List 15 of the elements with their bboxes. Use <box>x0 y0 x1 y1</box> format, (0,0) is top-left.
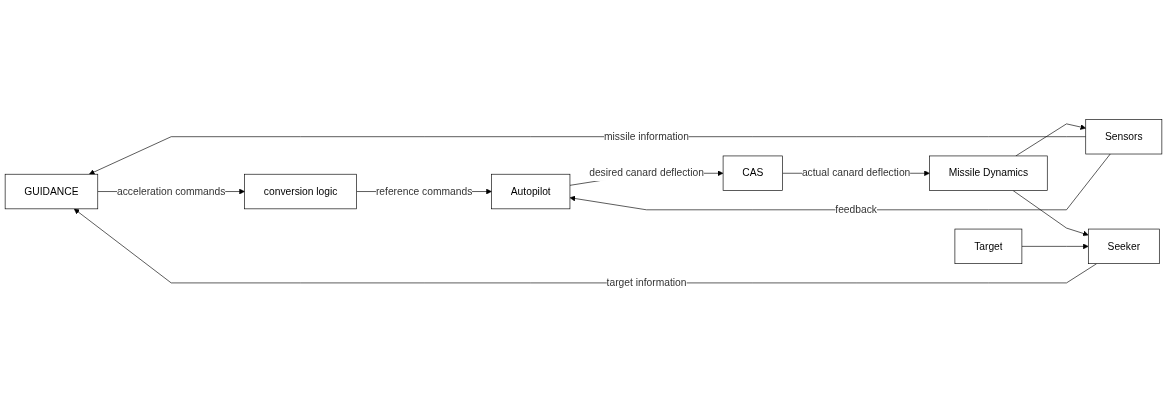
node-box: conversion logic <box>244 173 357 210</box>
node-box: Autopilot <box>491 173 571 210</box>
node-box: Target <box>954 228 1023 264</box>
node-box: GUIDANCE <box>4 173 99 210</box>
node-box: Sensors <box>1085 119 1163 155</box>
edge-label: desired canard deflection <box>589 167 704 179</box>
edge-label: feedback <box>835 204 877 215</box>
node-box: Missile Dynamics <box>929 155 1048 191</box>
edge-label: actual canard deflection <box>801 167 911 179</box>
edge-label: missile information <box>604 130 689 142</box>
node-box: CAS <box>722 155 783 191</box>
edge-label: target information <box>606 277 687 289</box>
edge-label: acceleration commands <box>117 185 226 197</box>
edge-label: reference commands <box>375 185 473 197</box>
node-box: Seeker <box>1088 228 1160 264</box>
